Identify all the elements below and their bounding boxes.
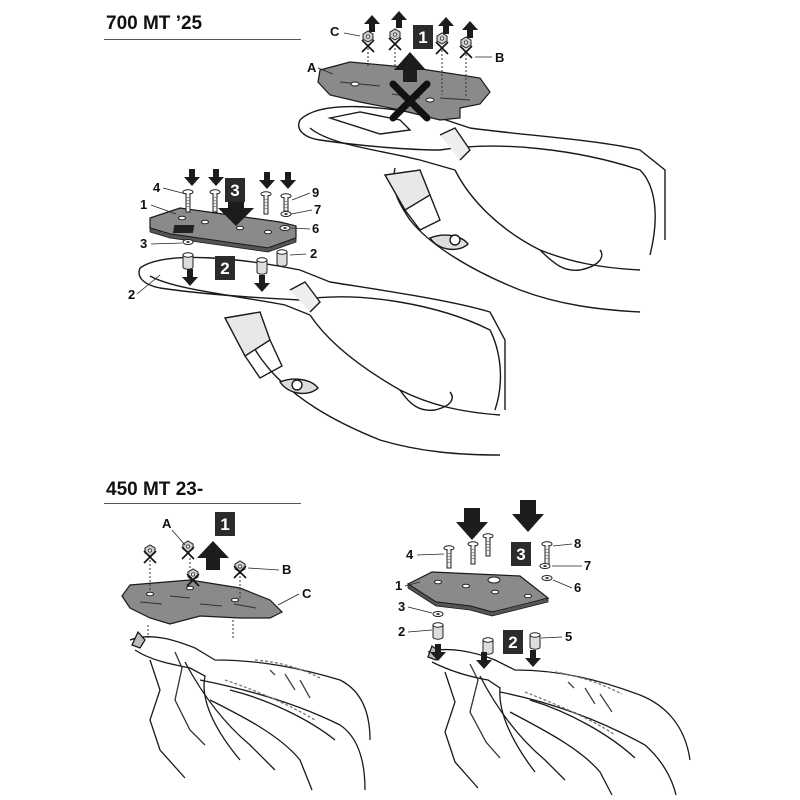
callout-3: 3 — [398, 599, 405, 614]
callout-4: 4 — [153, 180, 161, 195]
callout-2-right: 2 — [310, 246, 317, 261]
callout-c: C — [330, 24, 340, 39]
callout-9: 9 — [312, 185, 319, 200]
rack-plate-450-old — [121, 579, 284, 625]
bike-rear-700-install — [138, 256, 506, 456]
rack-plate-700-new — [149, 207, 297, 253]
callouts-700-remove: A B C — [307, 24, 504, 75]
callout-8: 8 — [574, 536, 581, 551]
callouts-450-remove: A B C — [162, 516, 312, 606]
callout-6: 6 — [312, 221, 319, 236]
removal-lift-arrow — [394, 52, 426, 82]
callout-2-left: 2 — [128, 287, 135, 302]
step-badge-700-install-3: 3 — [225, 178, 245, 202]
step-number: 1 — [418, 28, 427, 47]
callout-7: 7 — [584, 558, 591, 573]
callout-7: 7 — [314, 202, 321, 217]
callouts-450-install: 1 2 3 4 5 6 7 8 — [395, 536, 591, 644]
step-number: 3 — [516, 545, 525, 564]
callout-c: C — [302, 586, 312, 601]
step-badge-700-install-2: 2 — [215, 256, 235, 280]
removal-lift-arrow-450 — [197, 541, 229, 570]
bike-rear-450-removal — [129, 630, 371, 791]
removed-fasteners-700 — [361, 11, 478, 98]
step-number: 2 — [508, 633, 517, 652]
step-badge-450-remove: 1 — [215, 512, 235, 536]
step-number: 2 — [220, 259, 229, 278]
step-number: 1 — [220, 515, 229, 534]
rack-plate-450-new — [406, 571, 550, 617]
callout-4: 4 — [406, 547, 414, 562]
section-title-700mt: 700 MT ’25 — [106, 13, 203, 34]
bike-rear-450-install — [427, 644, 691, 796]
callout-1: 1 — [140, 197, 147, 212]
callout-3: 3 — [140, 236, 147, 251]
callout-1: 1 — [395, 578, 402, 593]
removal-cross-mark — [389, 80, 431, 122]
section-rule-700mt — [104, 39, 301, 40]
section-rule-450mt — [104, 503, 301, 504]
step-badge-700-remove: 1 — [413, 25, 433, 49]
step-badge-450-install-2: 2 — [503, 630, 523, 654]
callout-b: B — [495, 50, 504, 65]
callout-5: 5 — [565, 629, 572, 644]
callout-2: 2 — [398, 624, 405, 639]
callout-6: 6 — [574, 580, 581, 595]
install-press-arrows-450 — [456, 500, 544, 540]
callout-a: A — [307, 60, 317, 75]
callouts-700-install: 1 2 2 3 4 6 7 9 — [128, 180, 321, 302]
install-press-arrow-700 — [218, 196, 254, 226]
section-title-450mt: 450 MT 23- — [106, 479, 204, 500]
callout-b: B — [282, 562, 291, 577]
step-number: 3 — [230, 181, 239, 200]
step-badge-450-install-3: 3 — [511, 542, 531, 566]
callout-a: A — [162, 516, 172, 531]
removed-fasteners-450 — [143, 540, 247, 638]
bike-rear-700-removal — [298, 105, 666, 313]
